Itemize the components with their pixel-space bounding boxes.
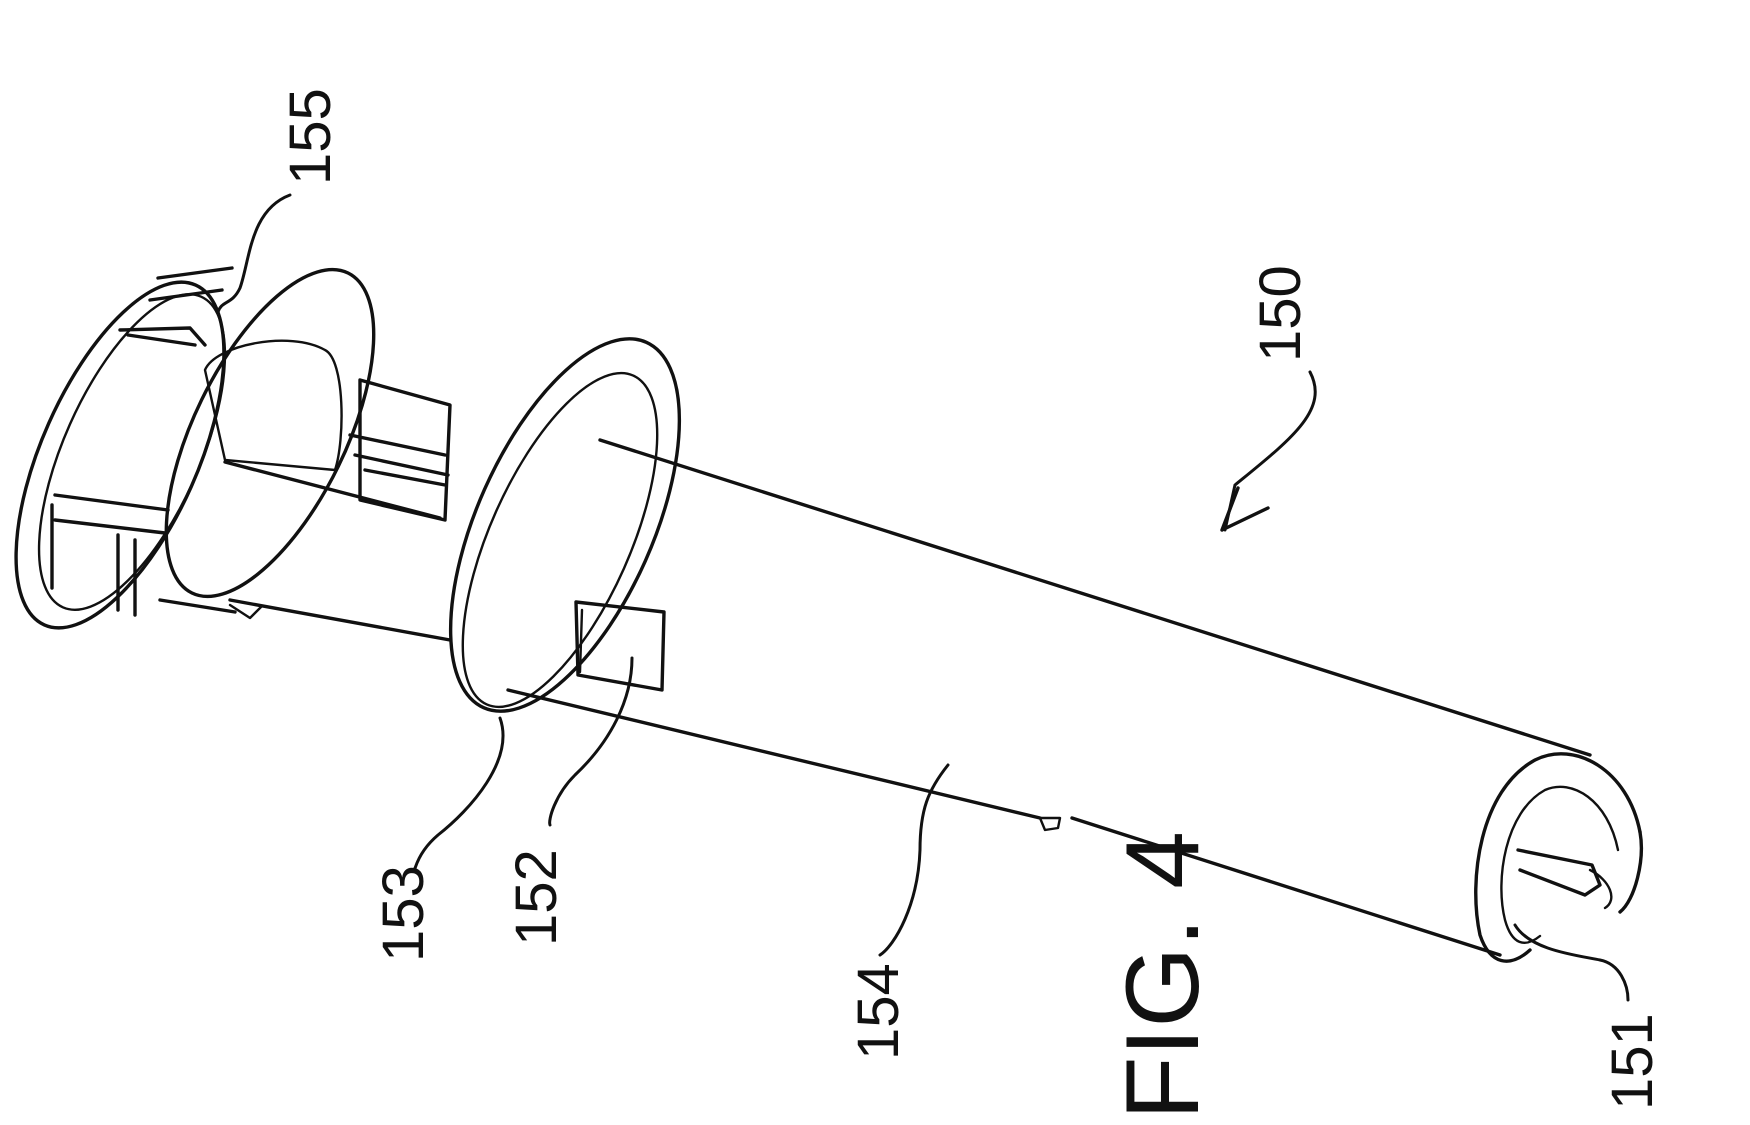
cage-ring [164, 267, 376, 599]
ref-155: 155 [278, 88, 343, 185]
cage-to-flange-line [223, 460, 452, 642]
window-152-inner [578, 608, 584, 674]
arrow-150-shaft [1223, 370, 1317, 532]
cage-bar-lower [116, 533, 237, 617]
cage-window [203, 339, 343, 472]
tube-top-edge [598, 438, 1592, 757]
tube-notch [1038, 816, 1062, 832]
end-flange-inner [37, 293, 227, 611]
tip-c-ring-inner [1500, 785, 1620, 944]
ref-152: 152 [504, 849, 569, 946]
ref-153: 153 [371, 865, 436, 962]
flange [448, 337, 682, 713]
cage-bar-upper [118, 326, 207, 347]
window-152 [574, 600, 666, 692]
tube-body [506, 438, 1592, 957]
tip-c-ring-outer [1474, 752, 1642, 963]
assembly-arrow-150 [1220, 370, 1317, 532]
tip-ring-right [1618, 830, 1643, 914]
open-tip [1474, 752, 1643, 963]
leader-152 [548, 656, 634, 827]
leader-154 [878, 763, 950, 957]
flange-inner [461, 371, 659, 709]
cage-bar-top [148, 266, 234, 302]
tip-slot [1516, 848, 1602, 897]
leader-153 [413, 716, 505, 870]
cage-bar-middle [50, 493, 170, 590]
ref-150: 150 [1248, 265, 1313, 362]
inner-fins [348, 378, 452, 522]
figure-caption: FIG. 4 [1105, 831, 1221, 1120]
leader-155 [216, 193, 292, 314]
leader-151 [1513, 923, 1630, 1002]
flange-outer [448, 337, 682, 713]
ref-151: 151 [1600, 1013, 1665, 1110]
ref-154: 154 [846, 963, 911, 1060]
arrow-150-head [1220, 486, 1270, 532]
cage-chevron [228, 603, 264, 620]
head-cage [14, 266, 452, 642]
tube-bottom-edge [506, 688, 1502, 957]
tip-slot-end [1588, 868, 1613, 910]
